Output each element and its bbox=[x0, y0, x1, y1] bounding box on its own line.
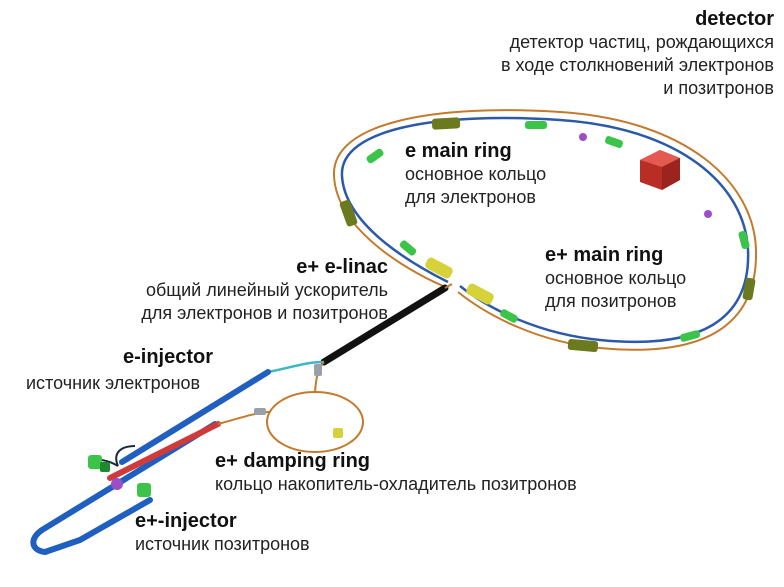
detector-desc-line: детектор частиц, рождающихся bbox=[509, 32, 774, 52]
electron-main-ring bbox=[340, 116, 750, 344]
detector-label: detector детектор частиц, рождающихся в … bbox=[501, 8, 774, 100]
cyan-transport-line bbox=[267, 360, 325, 374]
ring-magnet-green bbox=[738, 230, 750, 250]
linac-beamline bbox=[320, 284, 449, 366]
ring-magnet-green bbox=[366, 148, 384, 164]
e-main-ring-label: e main ring основное кольцо для электрон… bbox=[405, 140, 546, 209]
e-injector-title: e-injector bbox=[123, 346, 214, 368]
electron-injector-beamline bbox=[119, 369, 271, 465]
ring-magnet bbox=[742, 277, 756, 301]
ring-magnet-green bbox=[525, 121, 547, 129]
marker bbox=[704, 210, 712, 218]
ep-injector-label: e+-injector источник позитронов bbox=[135, 510, 310, 556]
ring-magnet-green bbox=[679, 330, 701, 342]
detector-desc-line: и позитронов bbox=[663, 78, 774, 98]
detector-icon bbox=[640, 150, 680, 190]
ring-magnet bbox=[567, 338, 599, 353]
e-injector-desc-line: источник электронов bbox=[26, 373, 201, 393]
positron-injector-red-section bbox=[107, 421, 221, 481]
injector-green-block bbox=[100, 462, 110, 472]
damping-ring bbox=[266, 391, 364, 453]
ring-magnet bbox=[339, 199, 358, 227]
marker bbox=[111, 478, 123, 490]
ep-main-ring-label: e+ main ring основное кольцо для позитро… bbox=[545, 244, 686, 313]
ep-main-ring-desc-line: для позитронов bbox=[545, 291, 677, 311]
detector-desc-line: в ходе столкновений электронов bbox=[500, 55, 774, 75]
positron-main-ring bbox=[332, 109, 758, 351]
ep-main-ring-title: e+ main ring bbox=[545, 244, 664, 266]
marker bbox=[579, 133, 587, 141]
injector-green-block bbox=[88, 455, 102, 469]
injector-green-block bbox=[137, 483, 151, 497]
rf-cavity bbox=[466, 283, 494, 305]
ring-magnet-green bbox=[605, 136, 623, 148]
e-main-ring-title: e main ring bbox=[405, 140, 512, 162]
rf-cavity bbox=[333, 428, 343, 438]
rf-cavity bbox=[425, 257, 453, 279]
positron-injector-loop bbox=[30, 421, 218, 556]
damping-ring-desc-line: кольцо накопитель-охладитель позитронов bbox=[215, 474, 577, 494]
marker-gray bbox=[254, 408, 266, 415]
damping-ring-label: e+ damping ring кольцо накопитель-охлади… bbox=[215, 450, 577, 496]
ep-injector-desc-line: источник позитронов bbox=[135, 534, 310, 554]
detector-title: detector bbox=[695, 8, 774, 30]
ring-magnet-green bbox=[500, 309, 518, 323]
linac-label: e+ e-linac общий линейный ускоритель для… bbox=[141, 256, 388, 325]
damping-ring-feed bbox=[217, 411, 271, 425]
e-injector-desc: источник электронов bbox=[26, 372, 200, 395]
damping-ring-title: e+ damping ring bbox=[215, 450, 371, 472]
ep-injector-title: e+-injector bbox=[135, 510, 237, 532]
e-injector-label: e-injector bbox=[123, 346, 213, 369]
ring-magnet-green bbox=[399, 240, 417, 256]
e-main-ring-desc-line: для электронов bbox=[405, 187, 536, 207]
e-main-ring-desc-line: основное кольцо bbox=[405, 164, 547, 184]
marker-gray bbox=[314, 364, 322, 376]
ring-magnet bbox=[431, 117, 461, 130]
linac-desc-line: для электронов и позитронов bbox=[141, 303, 388, 323]
linac-to-ring-connector bbox=[444, 283, 453, 289]
linac-desc-line: общий линейный ускоритель bbox=[145, 280, 388, 300]
ep-main-ring-desc-line: основное кольцо bbox=[545, 268, 687, 288]
linac-title: e+ e-linac bbox=[296, 256, 388, 278]
